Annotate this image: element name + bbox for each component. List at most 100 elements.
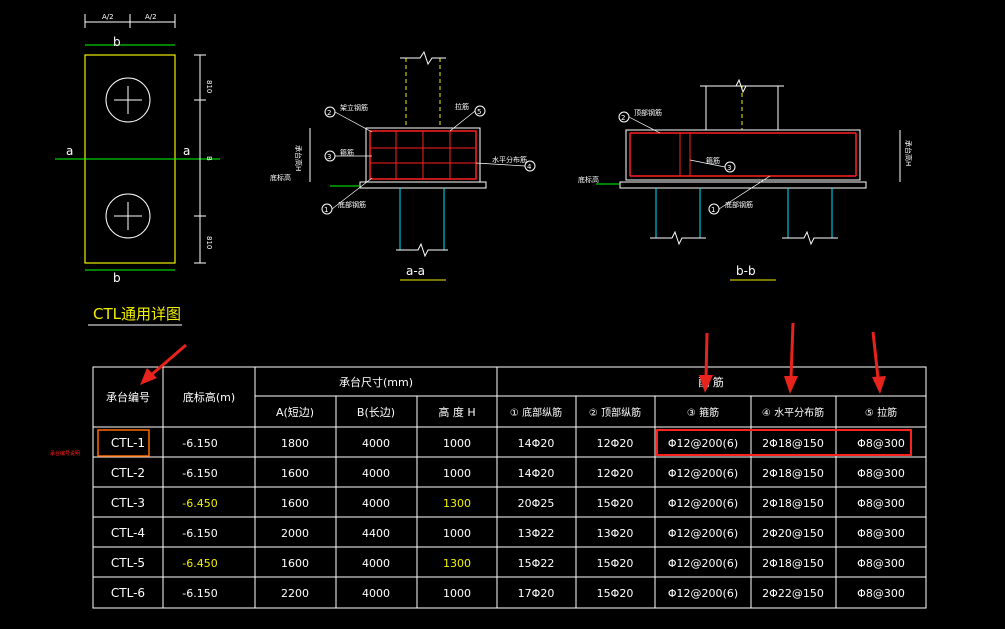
table-cell-r1: 20Φ25 — [518, 497, 555, 510]
table-cell-h: 1300 — [443, 497, 471, 510]
table-cell-r2: 12Φ20 — [597, 467, 634, 480]
table-header: 承台编号 底标高(m) 承台尺寸(mm) 配 筋 A(短边) B(长边) 高 度… — [106, 375, 897, 419]
table-cell-b: 4000 — [362, 497, 390, 510]
section-a-caption: a-a — [406, 264, 425, 278]
section-b-cover-label: 底标高 — [578, 175, 599, 184]
table-cell-h: 1000 — [443, 587, 471, 600]
table-cell-b: 4000 — [362, 587, 390, 600]
table-cell-h: 1000 — [443, 527, 471, 540]
table-cell-b: 4000 — [362, 557, 390, 570]
detail-title: CTL通用详图 — [93, 305, 181, 323]
plan-dim-810-top: 810 — [205, 80, 213, 93]
plan-pile-top — [105, 77, 151, 123]
table-cell-id: CTL-2 — [111, 466, 145, 480]
table-cell-a: 2000 — [281, 527, 309, 540]
section-a-marker-4-text: 4 — [527, 163, 532, 171]
section-b-cap-outline — [625, 129, 861, 181]
rebar-schedule-table — [92, 366, 927, 609]
section-b-label-3: 箍筋 — [706, 156, 720, 165]
table-cell-a: 1600 — [281, 497, 309, 510]
arrow-to-id-column — [140, 343, 187, 385]
section-b-height-label: 承台高H — [904, 140, 913, 166]
section-b-label-1: 底部钢筋 — [725, 200, 753, 209]
table-cell-r3: Φ12@200(6) — [668, 557, 738, 570]
section-b-marker-1-text: 1 — [711, 206, 715, 214]
table-cell-r4: 2Φ18@150 — [762, 467, 824, 480]
table-cell-h: 1000 — [443, 467, 471, 480]
header-r4: ④ 水平分布筋 — [762, 406, 824, 419]
section-b-b: 承台高H 底标高 2 顶部钢筋 3 箍筋 1 底部钢筋 b-b — [578, 78, 913, 281]
section-b-leader — [628, 116, 661, 134]
table-cell-r5: Φ8@300 — [857, 437, 905, 450]
arrow-to-tie-column — [871, 331, 886, 394]
table-cell-elev: -6.150 — [182, 467, 217, 480]
table-cell-r3: Φ12@200(6) — [668, 467, 738, 480]
table-cell-r3: Φ12@200(6) — [668, 527, 738, 540]
table-cell-a: 1800 — [281, 437, 309, 450]
header-r3: ③ 箍筋 — [687, 406, 719, 419]
table-cell-r4: 2Φ18@150 — [762, 437, 824, 450]
table-cell-a: 2200 — [281, 587, 309, 600]
table-cell-elev: -6.150 — [182, 587, 217, 600]
section-a-leader — [475, 162, 526, 167]
table-cell-r4: 2Φ18@150 — [762, 497, 824, 510]
plan-section-label-b-bottom: b — [113, 271, 121, 285]
table-cell-r3: Φ12@200(6) — [668, 497, 738, 510]
section-a-marker-3-text: 3 — [327, 153, 331, 161]
table-cell-r5: Φ8@300 — [857, 497, 905, 510]
header-h: 高 度 H — [438, 405, 475, 419]
section-b-break-line-bottom — [650, 230, 706, 246]
plan-pile-bottom — [105, 193, 151, 239]
section-a-marker-5-text: 5 — [477, 108, 481, 116]
section-a-base-pad — [359, 181, 487, 189]
section-b-marker-2-text: 2 — [621, 114, 625, 122]
section-b-base-pad — [619, 181, 867, 189]
section-a-marker-1-text: 1 — [324, 206, 328, 214]
table-cell-b: 4400 — [362, 527, 390, 540]
table-cell-r5: Φ8@300 — [857, 557, 905, 570]
section-b-leader — [689, 159, 726, 168]
table-cell-id: CTL-6 — [111, 586, 145, 600]
plan-section-label-b-top: b — [113, 35, 121, 49]
table-cell-r1: 14Φ20 — [518, 467, 555, 480]
table-cell-r2: 15Φ20 — [597, 557, 634, 570]
arrow-to-stirrup-column — [699, 332, 713, 393]
table-cell-r1: 17Φ20 — [518, 587, 555, 600]
header-r5: ⑤ 拉筋 — [865, 406, 897, 419]
header-r1: ① 底部纵筋 — [510, 406, 562, 419]
table-cell-id: CTL-1 — [111, 436, 145, 450]
section-a-label-4: 水平分布筋 — [492, 155, 527, 164]
table-cell-r1: 15Φ22 — [518, 557, 555, 570]
section-b-marker-3-text: 3 — [727, 164, 731, 172]
table-cell-elev: -6.450 — [182, 497, 217, 510]
header-r2: ② 顶部纵筋 — [589, 406, 641, 419]
table-cell-a: 1600 — [281, 467, 309, 480]
table-cell-r2: 15Φ20 — [597, 497, 634, 510]
section-a-cover-label: 底标高 — [270, 173, 291, 182]
table-cell-id: CTL-3 — [111, 496, 145, 510]
section-b-leader — [718, 175, 771, 210]
table-cell-r2: 12Φ20 — [597, 437, 634, 450]
table-cell-b: 4000 — [362, 467, 390, 480]
table-cell-id: CTL-5 — [111, 556, 145, 570]
header-elev: 底标高(m) — [183, 390, 235, 404]
section-a-a: 承台高H 底标高 2 架立钢筋 3 箍筋 1 底部钢筋 5 拉筋 4 水平分布筋… — [270, 50, 536, 281]
header-id: 承台编号 — [106, 390, 150, 404]
table-cell-b: 4000 — [362, 437, 390, 450]
section-b-break-line-top — [700, 78, 784, 94]
table-cell-r5: Φ8@300 — [857, 587, 905, 600]
table-cell-r5: Φ8@300 — [857, 527, 905, 540]
table-cell-r5: Φ8@300 — [857, 467, 905, 480]
section-a-break-line-top — [400, 50, 446, 66]
plan-section-label-a-right: a — [183, 144, 190, 158]
plan-dim-a-half-right: A/2 — [145, 13, 157, 21]
table-cell-r4: 2Φ18@150 — [762, 557, 824, 570]
section-a-label-2: 架立钢筋 — [340, 103, 368, 112]
plan-dim-810-bottom: 810 — [205, 236, 213, 249]
header-b: B(长边) — [357, 406, 395, 419]
plan-dim-b: B — [205, 156, 213, 161]
plan-dim-a-half-left: A/2 — [102, 13, 114, 21]
arrow-to-distribution-column — [784, 322, 798, 394]
